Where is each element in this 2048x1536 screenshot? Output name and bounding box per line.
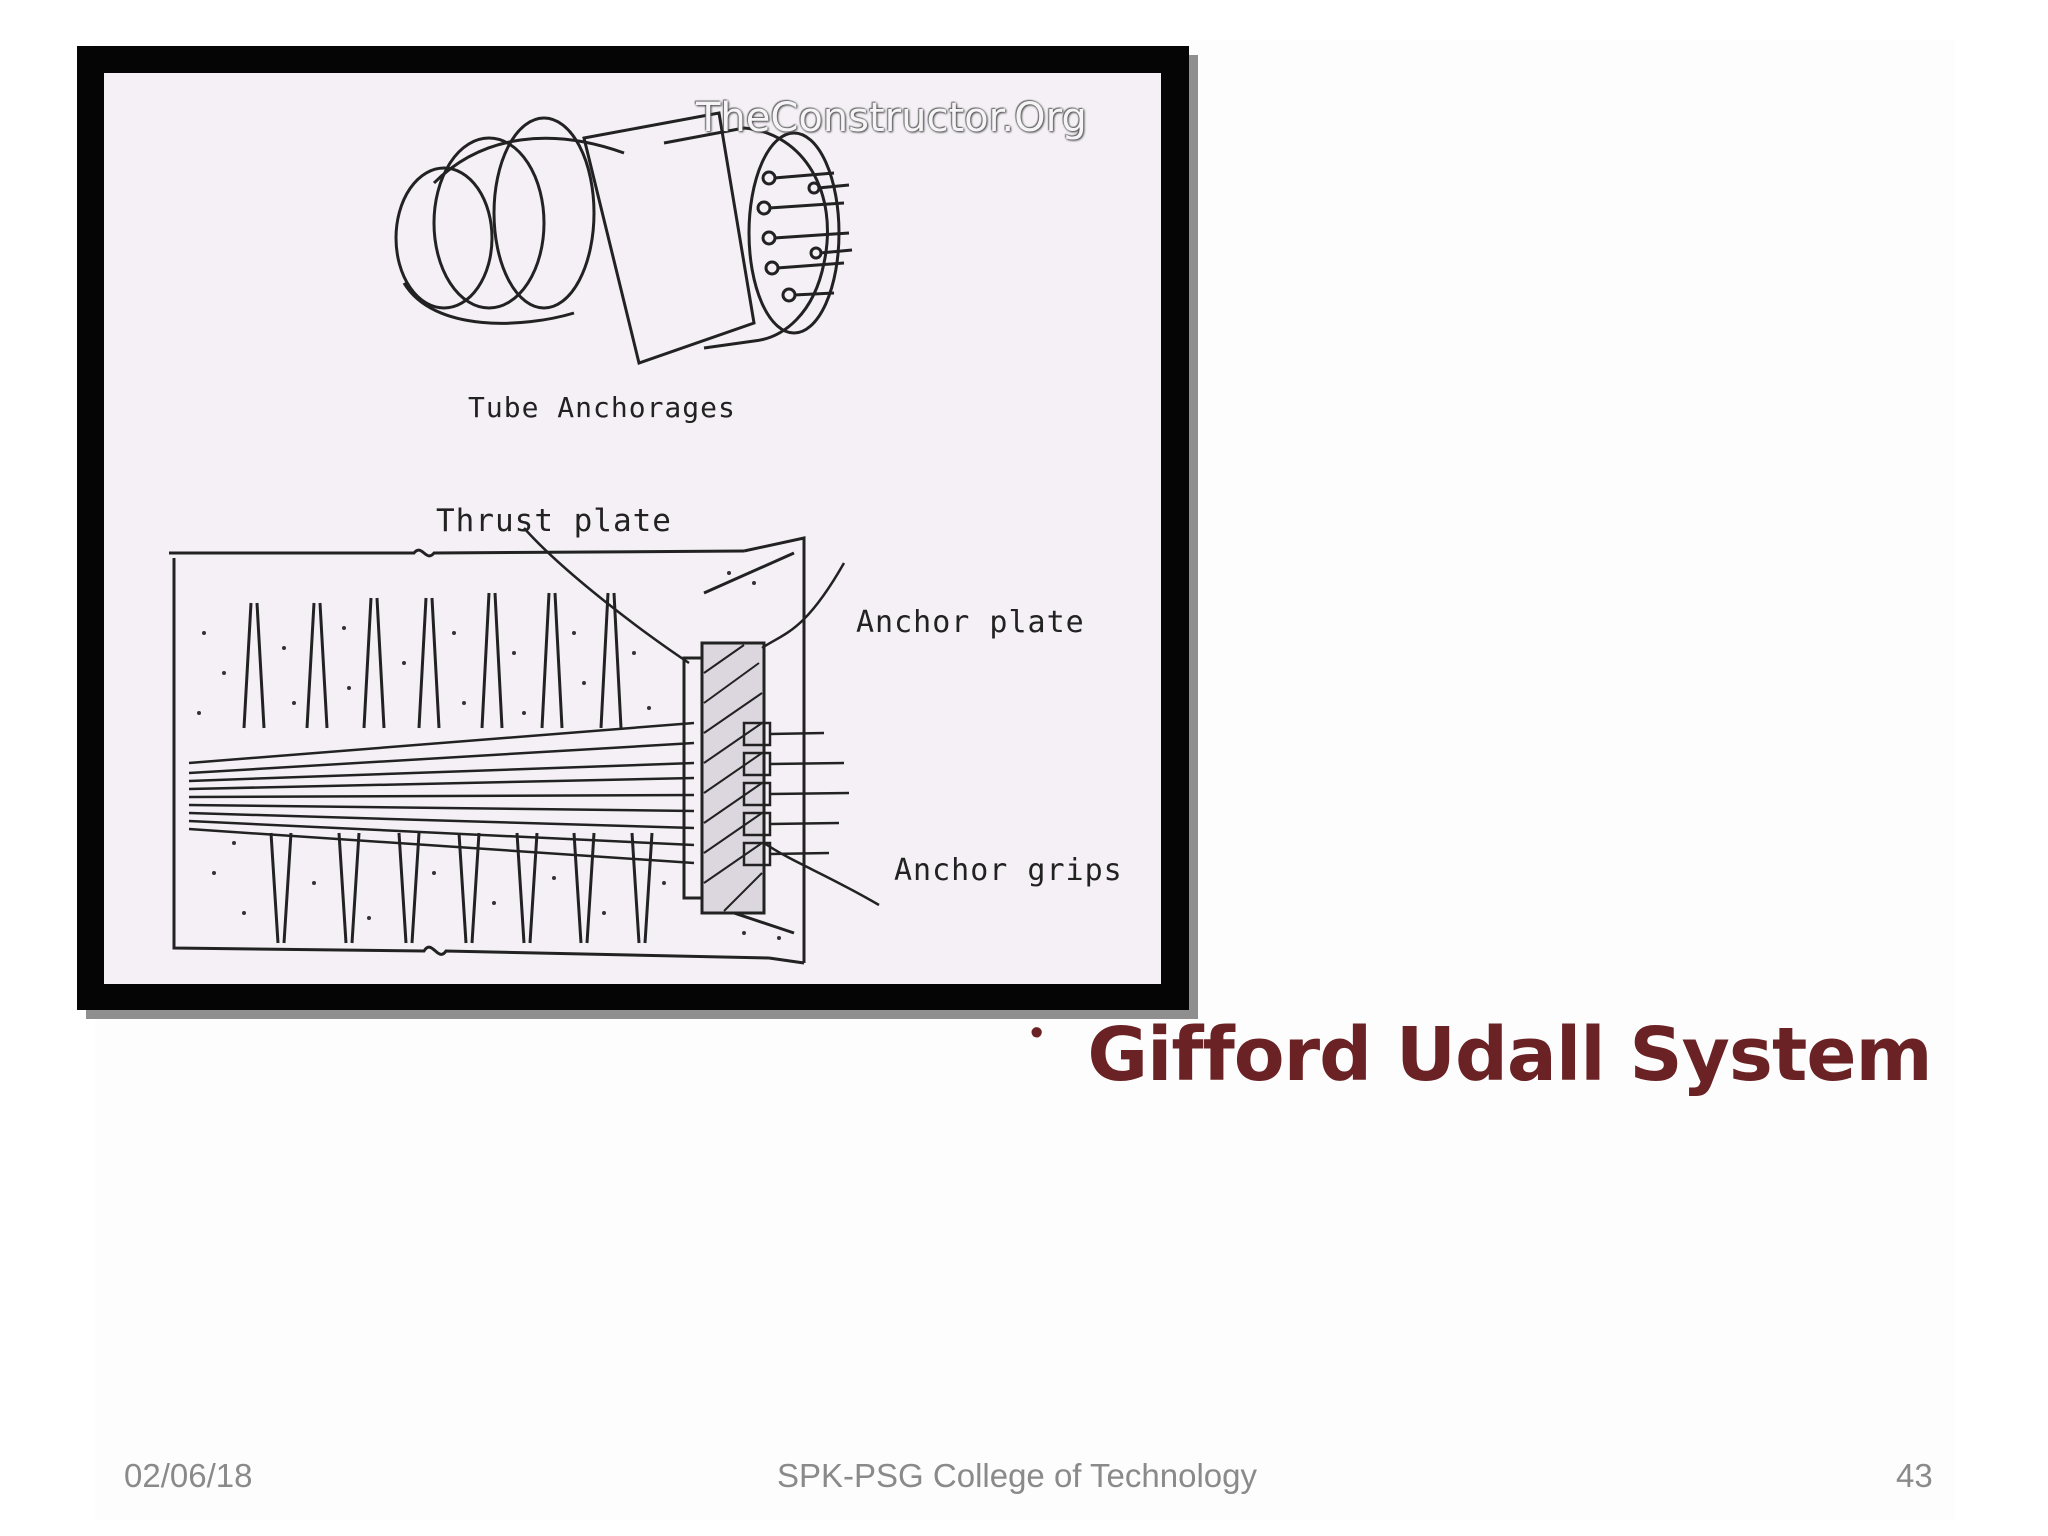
figure-frame: TheConstructor.Org Tube Anchorages Thrus… xyxy=(77,46,1189,1010)
label-anchor-plate: Anchor plate xyxy=(856,605,1085,640)
section-view-drawing xyxy=(169,527,880,965)
watermark: TheConstructor.Org xyxy=(696,95,1087,141)
anchorage-diagram: TheConstructor.Org Tube Anchorages Thrus… xyxy=(104,73,1161,984)
label-tube-anchorages: Tube Anchorages xyxy=(468,391,736,424)
bullet-icon: • xyxy=(1030,1012,1044,1054)
label-anchor-grips: Anchor grips xyxy=(894,853,1123,888)
bullet-text: Gifford Udall System xyxy=(1087,1012,1932,1098)
anchorage-drawing xyxy=(169,111,880,965)
footer-page-number: 43 xyxy=(1896,1457,1933,1494)
tube-anchorage-drawing xyxy=(394,111,853,365)
bullet-item: • Gifford Udall System xyxy=(1030,1010,1933,1100)
footer-institution: SPK-PSG College of Technology xyxy=(777,1457,1257,1494)
label-thrust-plate: Thrust plate xyxy=(436,503,672,539)
footer-date: 02/06/18 xyxy=(124,1457,253,1494)
concrete-stipple xyxy=(197,571,781,940)
